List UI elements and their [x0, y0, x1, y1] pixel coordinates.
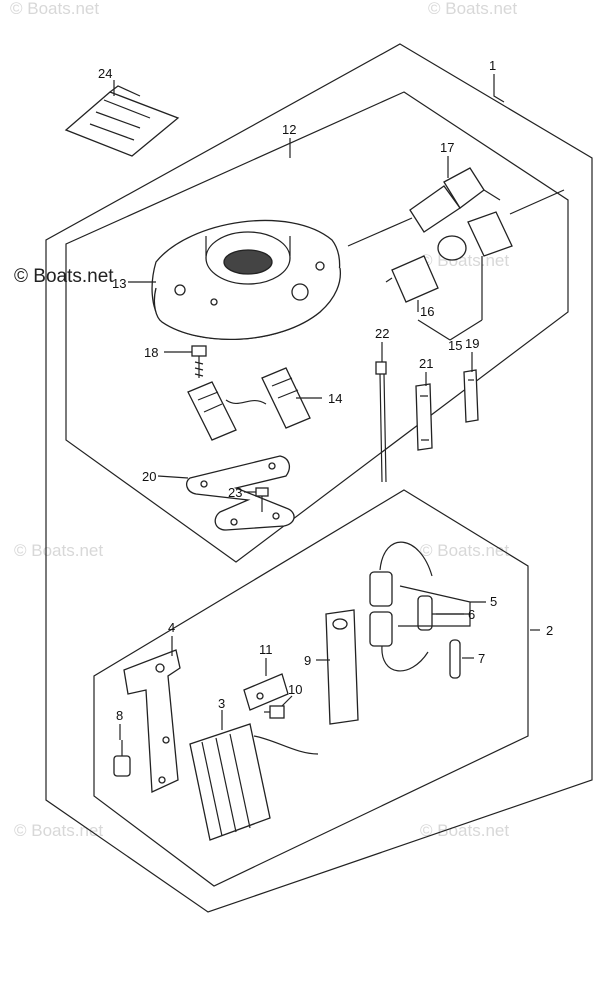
leader-lines: [113, 74, 540, 740]
label-part-9: 9: [304, 653, 311, 668]
label-part-10: 10: [288, 682, 302, 697]
watermark-right-lower: © Boats.net: [420, 821, 509, 840]
label-part-18: 18: [144, 345, 158, 360]
part-22-cable-tie: [375, 361, 387, 483]
callout-labels: 1 12 24 13 17 16 15 18 14 20 23 22 21 19…: [98, 58, 553, 723]
part-24-bag: [64, 85, 180, 157]
label-part-1: 1: [489, 58, 496, 73]
label-part-7: 7: [478, 651, 485, 666]
label-part-23: 23: [228, 485, 242, 500]
label-part-16: 16: [420, 304, 434, 319]
part-15-16-plugs: [385, 189, 565, 303]
label-part-13: 13: [112, 276, 126, 291]
label-part-11: 11: [259, 642, 273, 657]
label-part-22: 22: [375, 326, 389, 341]
part-5-fuse-holder: [369, 541, 433, 672]
label-part-20: 20: [142, 469, 156, 484]
watermark-top-left: © Boats.net: [10, 0, 99, 18]
label-part-24: 24: [98, 66, 112, 81]
label-part-5: 5: [490, 594, 497, 609]
label-part-14: 14: [328, 391, 342, 406]
outer-assembly-frame: [45, 43, 593, 913]
part-7-fuse: [449, 639, 461, 679]
part-6-fuse: [417, 595, 433, 631]
label-part-3: 3: [218, 696, 225, 711]
part-17-connector: [347, 167, 501, 247]
watermark-left-middle: © Boats.net: [14, 541, 103, 560]
part-8-knob: [113, 740, 131, 777]
lower-kit-frame: [93, 489, 529, 887]
part-14-brush-set: [187, 367, 311, 441]
label-part-15: 15: [448, 338, 462, 353]
part-19-strap: [463, 369, 479, 423]
part-4-bracket: [123, 649, 181, 793]
label-part-12: 12: [282, 122, 296, 137]
part-3-rectifier: [189, 723, 319, 841]
part-21-strap: [415, 383, 433, 451]
part-9-strap: [325, 609, 359, 725]
part-10-screw: [264, 705, 285, 719]
part-20-bracket-plate: [185, 455, 295, 531]
label-part-21: 21: [419, 356, 433, 371]
watermark-right-middle: © Boats.net: [420, 541, 509, 560]
watermark-left-lower: © Boats.net: [14, 821, 103, 840]
label-part-6: 6: [468, 607, 475, 622]
upper-kit-frame: [65, 91, 569, 563]
part-11-plate: [243, 673, 289, 711]
label-part-2: 2: [546, 623, 553, 638]
label-part-19: 19: [465, 336, 479, 351]
watermark-main: © Boats.net: [14, 266, 114, 287]
label-part-8: 8: [116, 708, 123, 723]
label-part-4: 4: [168, 620, 175, 635]
part-18-screw: [191, 345, 207, 378]
watermark-top-right: © Boats.net: [428, 0, 517, 18]
part-13-stator-plate: [151, 219, 342, 341]
label-part-17: 17: [440, 140, 454, 155]
